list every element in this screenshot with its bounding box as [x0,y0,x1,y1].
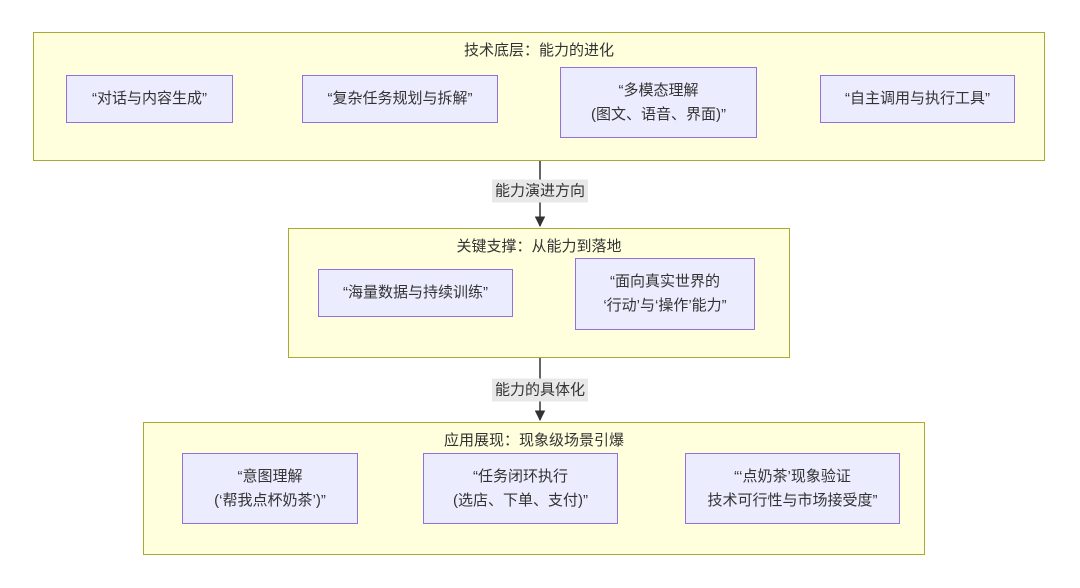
cluster-application-explosion-title: 应用展现：现象级场景引爆 [443,432,624,449]
node-real-world-action-ability: “面向真实世界的 ‘行动’与‘操作’能力” [575,258,755,330]
node-dialog-content-generation: “对话与内容生成” [66,75,233,123]
node-autonomous-tool-use: “自主调用与执行工具” [820,75,1015,123]
node-multimodal-understanding: “多模态理解 (图文、语音、界面)” [560,67,757,138]
cluster-tech-foundation-title: 技术底层：能力的进化 [463,42,614,59]
edge-label-capability-concretization: 能力的具体化 [491,378,589,402]
node-massive-data-training: “海量数据与持续训练” [318,269,513,317]
node-complex-task-planning: “复杂任务规划与拆解” [302,75,498,123]
node-milk-tea-validation: “‘点奶茶’现象验证 技术可行性与市场接受度” [685,453,900,524]
edge-label-capability-evolution: 能力演进方向 [491,179,589,203]
node-task-loop-execution: “任务闭环执行 (选店、下单、支付)” [423,453,618,524]
cluster-key-support-title: 关键支撑：从能力到落地 [456,238,622,255]
node-intent-understanding: “意图理解 (‘帮我点杯奶茶’)” [182,453,358,524]
